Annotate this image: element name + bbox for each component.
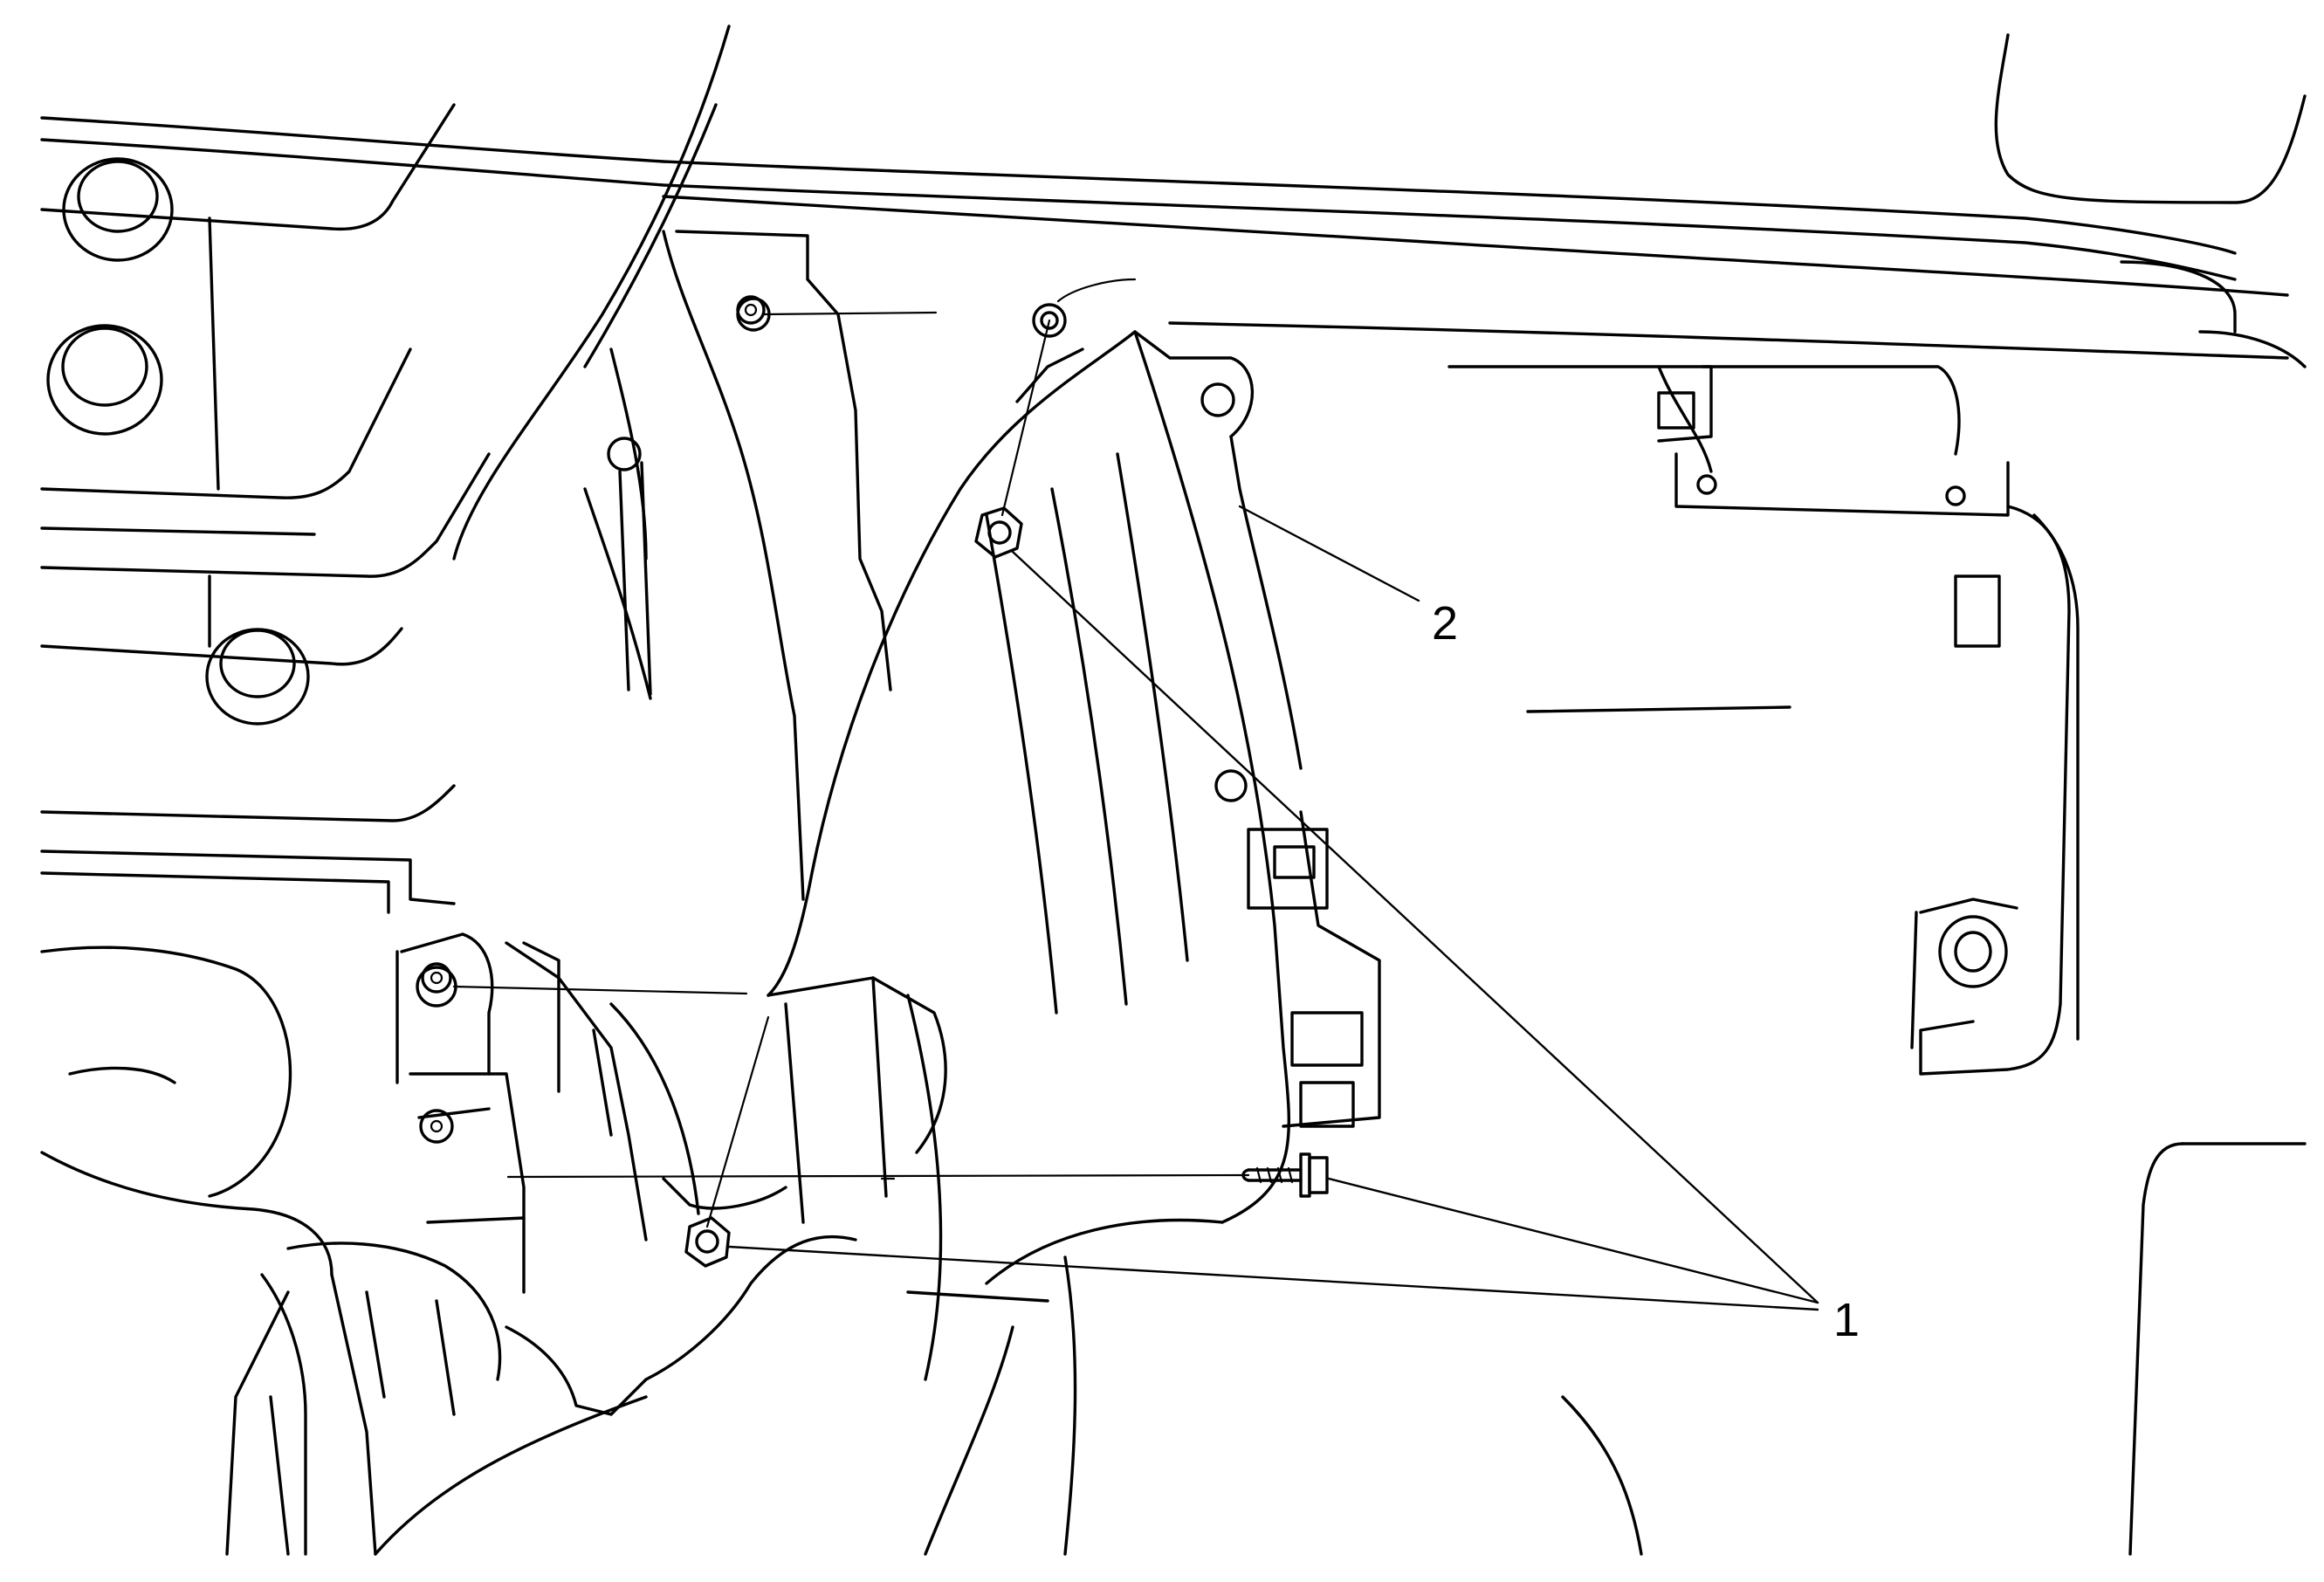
instrument-panel-upper — [40, 33, 2307, 368]
fastener-upper-panel — [974, 506, 1023, 559]
right-bracket — [1447, 365, 2080, 1076]
center-support-bracket — [583, 230, 892, 901]
lower-console — [40, 932, 2307, 1556]
bolt-hole-left-mid — [421, 962, 452, 994]
left-control-area — [40, 24, 731, 914]
knob-2 — [46, 324, 163, 436]
fastener-upper-bracket — [1032, 278, 1137, 338]
knob-1 — [62, 157, 174, 262]
trim-panel — [767, 330, 1381, 1381]
callout-2-label: 2 — [1432, 597, 1458, 650]
callout-1-label: 1 — [1833, 1294, 1860, 1346]
fasteners — [421, 278, 1329, 1268]
leader-lines — [727, 505, 1819, 1311]
install-lines — [452, 311, 1250, 1228]
knob-3 — [205, 628, 310, 726]
fastener-lower-left — [684, 1216, 731, 1268]
screw-lower-right — [1241, 1152, 1329, 1198]
